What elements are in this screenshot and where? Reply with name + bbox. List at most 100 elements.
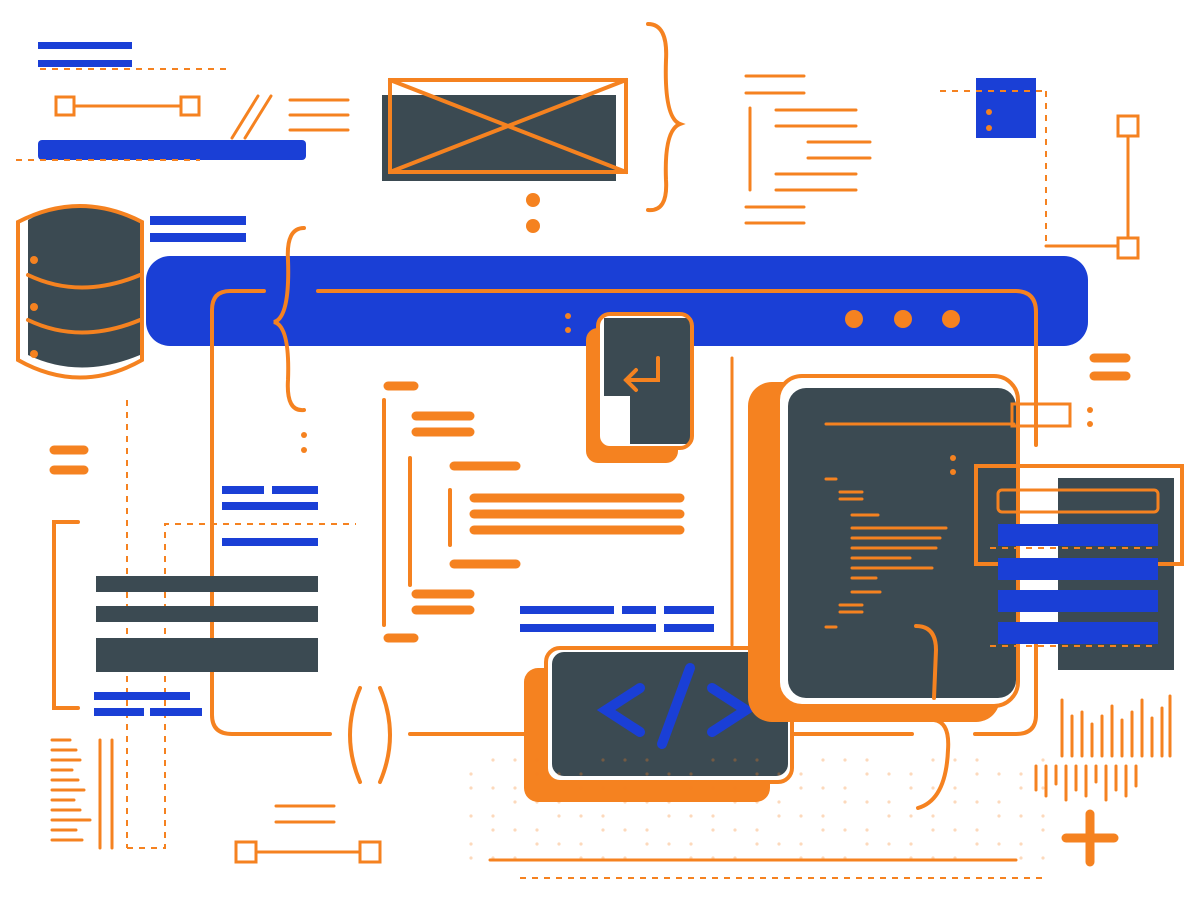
pattern-dot <box>557 814 561 818</box>
parenthesis-icon <box>378 686 392 784</box>
pattern-dot <box>711 814 715 818</box>
pattern-dot <box>491 758 495 762</box>
parenthesis-icon <box>348 686 362 784</box>
browser-window <box>146 256 1088 736</box>
pattern-dot <box>689 856 693 860</box>
node-connector-widget <box>940 78 1140 260</box>
bottom-slider-widget <box>234 804 1046 879</box>
form-panel <box>974 353 1184 670</box>
pattern-dot <box>953 856 957 860</box>
pattern-dot <box>799 786 803 790</box>
pattern-dot <box>865 758 869 762</box>
pattern-dot <box>799 814 803 818</box>
pattern-dot <box>469 842 473 846</box>
plus-icon <box>1061 809 1119 867</box>
pattern-dot <box>733 828 737 832</box>
pattern-dot <box>579 842 583 846</box>
pattern-dot <box>513 856 517 860</box>
blue-text-bars <box>222 486 714 632</box>
pattern-dot <box>865 828 869 832</box>
pattern-dot <box>667 800 671 804</box>
window-dot-icon <box>845 310 863 328</box>
pattern-dot <box>513 828 517 832</box>
pattern-dot <box>931 758 935 762</box>
pattern-dot <box>909 856 913 860</box>
window-dot-icon <box>942 310 960 328</box>
pattern-dot <box>843 800 847 804</box>
pattern-dot <box>953 786 957 790</box>
pattern-dot <box>821 814 825 818</box>
pattern-dot <box>601 856 605 860</box>
pattern-dot <box>865 842 869 846</box>
pattern-dot <box>865 772 869 776</box>
top-left-slider-widget <box>16 42 350 161</box>
pattern-dot <box>909 772 913 776</box>
pattern-dot <box>887 814 891 818</box>
pattern-dot <box>689 842 693 846</box>
pattern-dot <box>931 856 935 860</box>
image-placeholder-icon <box>382 78 628 233</box>
pattern-dot <box>755 842 759 846</box>
pattern-dot <box>1041 814 1045 818</box>
pattern-dot <box>887 842 891 846</box>
pattern-dot <box>799 856 803 860</box>
pattern-dot <box>887 800 891 804</box>
pattern-dot <box>1019 856 1023 860</box>
pattern-dot <box>469 856 473 860</box>
pattern-dot <box>645 772 649 776</box>
pattern-dot <box>975 842 979 846</box>
pattern-dot <box>733 786 737 790</box>
pattern-dot <box>601 828 605 832</box>
pattern-dot <box>931 828 935 832</box>
pattern-dot <box>997 772 1001 776</box>
curly-brace-icon <box>916 718 951 810</box>
pattern-dot <box>975 800 979 804</box>
pattern-dot <box>975 828 979 832</box>
pattern-dot <box>623 800 627 804</box>
pattern-dot <box>491 856 495 860</box>
pattern-dot <box>799 842 803 846</box>
curly-brace-icon <box>646 22 686 213</box>
database-icon <box>16 204 246 380</box>
pattern-dot <box>667 772 671 776</box>
code-text-lines <box>382 356 734 647</box>
pattern-dot <box>821 758 825 762</box>
pattern-dot <box>909 842 913 846</box>
pattern-dot <box>557 772 561 776</box>
pattern-dot <box>623 786 627 790</box>
pattern-dot <box>1019 786 1023 790</box>
pattern-dot <box>491 814 495 818</box>
pattern-dot <box>777 842 781 846</box>
pattern-dot <box>1041 828 1045 832</box>
code-editor-card <box>748 374 1093 810</box>
pattern-dot <box>645 800 649 804</box>
pattern-dot <box>1019 772 1023 776</box>
pattern-dot <box>535 828 539 832</box>
pattern-dot <box>843 786 847 790</box>
pattern-dot <box>689 786 693 790</box>
pattern-dot <box>953 800 957 804</box>
pattern-dot <box>689 814 693 818</box>
pattern-dot <box>645 758 649 762</box>
pattern-dot <box>711 856 715 860</box>
pattern-dot <box>777 772 781 776</box>
pattern-dot <box>601 758 605 762</box>
pattern-dot <box>535 758 539 762</box>
pattern-dot <box>711 758 715 762</box>
pattern-dot <box>579 814 583 818</box>
pattern-dot <box>513 758 517 762</box>
pattern-dot <box>667 842 671 846</box>
pattern-dot <box>667 814 671 818</box>
pattern-dot <box>601 786 605 790</box>
pattern-dot <box>755 758 759 762</box>
pattern-dot <box>535 772 539 776</box>
pattern-dot <box>997 814 1001 818</box>
left-content-panel <box>49 400 356 850</box>
pattern-dot <box>513 800 517 804</box>
pattern-dot <box>535 800 539 804</box>
pattern-dot <box>777 800 781 804</box>
pattern-dot <box>1041 856 1045 860</box>
pattern-dot <box>623 856 627 860</box>
